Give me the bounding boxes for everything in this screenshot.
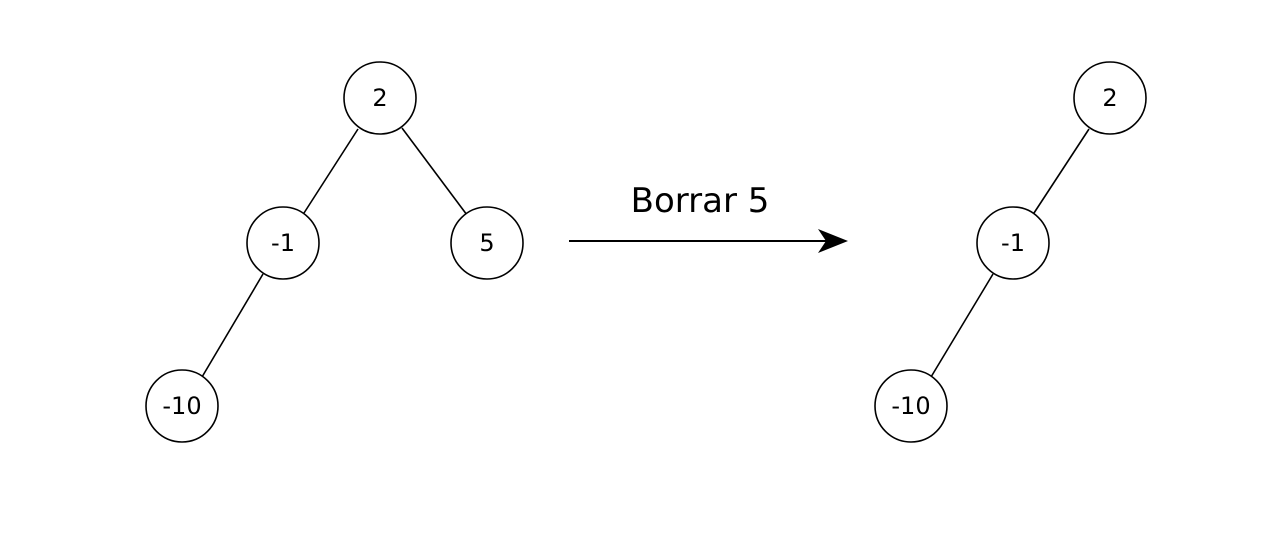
operation-label: Borrar 5 bbox=[631, 181, 770, 221]
tree-node: 5 bbox=[450, 206, 524, 280]
edge-2-to-minus1-after bbox=[1033, 128, 1090, 214]
edge-minus1-to-minus10-before bbox=[201, 273, 264, 378]
arrow-head-icon bbox=[818, 229, 848, 253]
tree-node: -1 bbox=[976, 206, 1050, 280]
edge-minus1-to-minus10-after bbox=[930, 273, 994, 378]
node-label: -1 bbox=[271, 229, 295, 257]
node-label: -1 bbox=[1001, 229, 1025, 257]
edge-2-to-minus1-before bbox=[303, 128, 359, 214]
tree-node: -1 bbox=[246, 206, 320, 280]
edge-2-to-5-before bbox=[401, 127, 468, 216]
tree-after: 2 -1 -10 bbox=[874, 61, 1147, 443]
tree-node: 2 bbox=[343, 61, 417, 135]
node-label: -10 bbox=[162, 392, 201, 420]
node-label: 5 bbox=[479, 229, 494, 257]
operation-arrow: Borrar 5 bbox=[569, 181, 848, 253]
tree-before: 2 -1 5 -10 bbox=[145, 61, 524, 443]
tree-node: 2 bbox=[1073, 61, 1147, 135]
node-label: -10 bbox=[891, 392, 930, 420]
tree-node: -10 bbox=[145, 369, 219, 443]
node-label: 2 bbox=[372, 84, 387, 112]
node-label: 2 bbox=[1102, 84, 1117, 112]
tree-node: -10 bbox=[874, 369, 948, 443]
